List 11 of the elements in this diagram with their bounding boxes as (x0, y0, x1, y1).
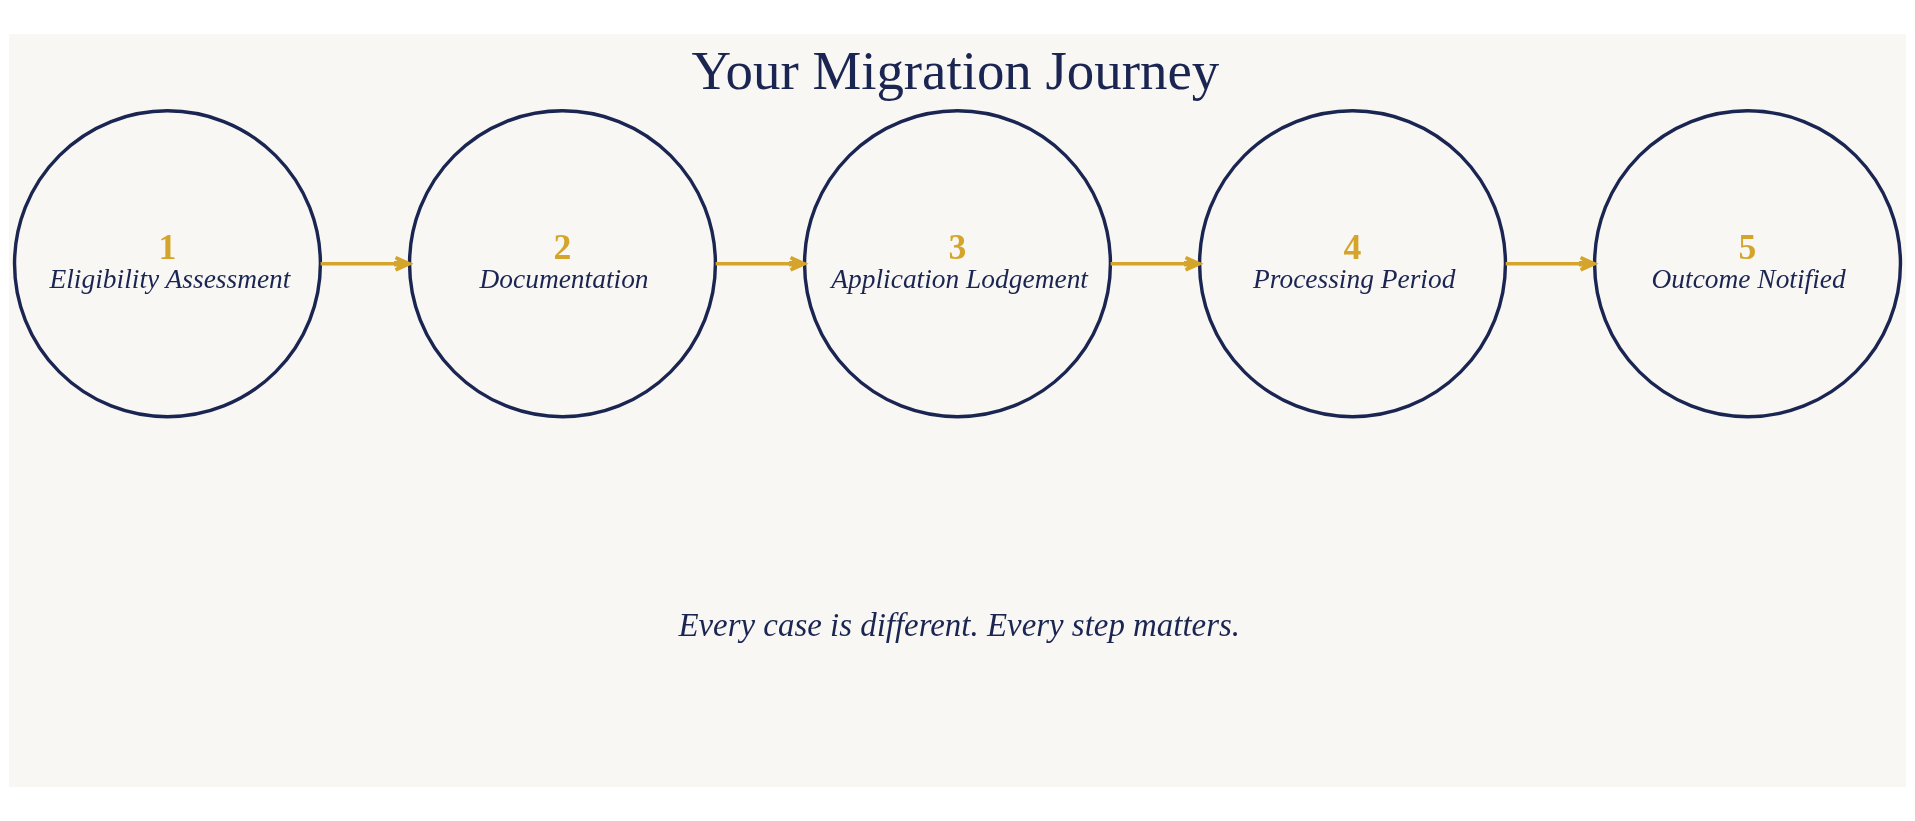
arrow (715, 255, 807, 272)
arrow (320, 255, 412, 272)
arrow (1110, 255, 1202, 272)
node-circle: 3 Application Lodgement (802, 109, 1113, 419)
node-circle: 5 Outcome Notified (1592, 109, 1903, 419)
diagram-title: Your Migration Journey (691, 39, 1220, 101)
node-circle: 2 Documentation (407, 109, 718, 419)
node-circle: 1 Eligibility Assessment (12, 109, 323, 419)
caption: Every case is different. Every step matters. (678, 606, 1241, 643)
node-circle: 4 Processing Period (1197, 109, 1508, 419)
arrow (1505, 255, 1597, 272)
